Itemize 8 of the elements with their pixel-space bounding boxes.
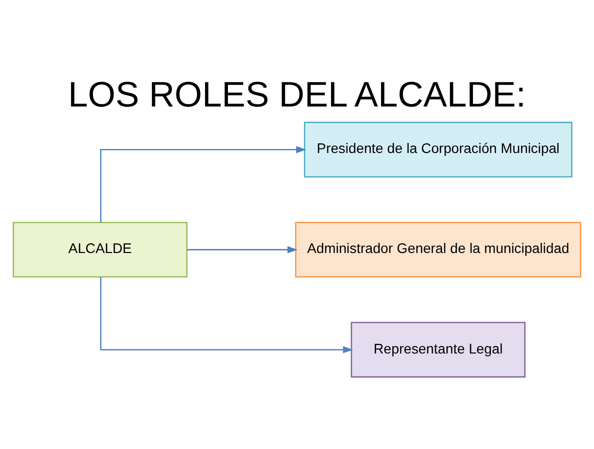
- arrow: [100, 276, 354, 353]
- node-box: Administrador General de la municipalidad: [295, 221, 582, 278]
- diagram-title: LOS ROLES DEL ALCALDE:: [68, 74, 526, 114]
- node-box: Presidente de la Corporación Municipal: [304, 121, 572, 178]
- node-box: ALCALDE: [12, 221, 188, 278]
- node-box: Representante Legal: [350, 321, 526, 378]
- arrow: [100, 146, 306, 222]
- arrow: [187, 246, 298, 253]
